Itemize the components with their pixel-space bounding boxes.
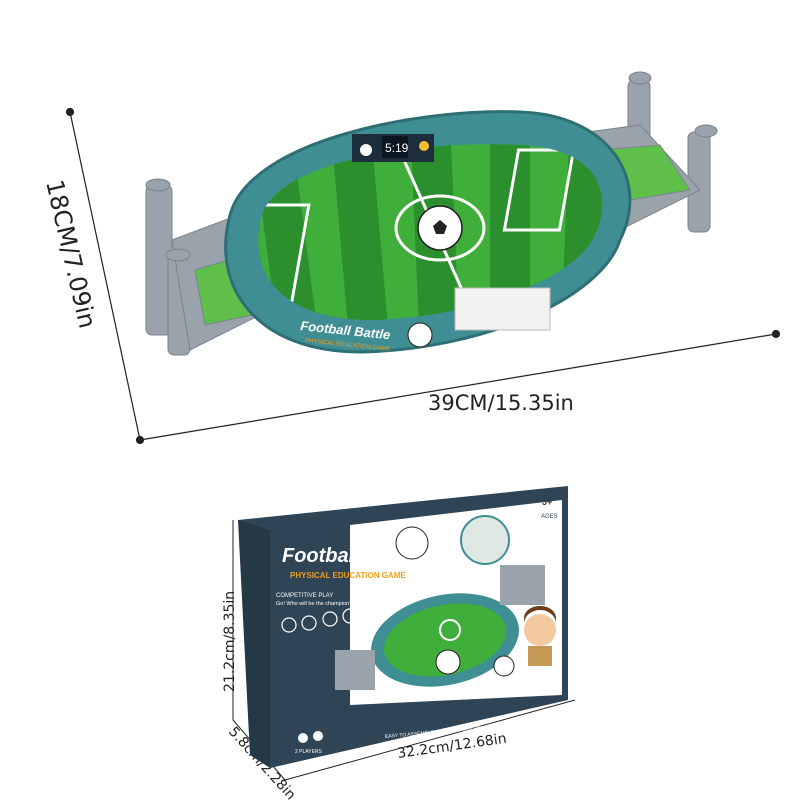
atom-icon bbox=[342, 608, 358, 624]
box-ages-label: AGES bbox=[541, 514, 558, 520]
scoreboard: 5:19 bbox=[352, 134, 434, 162]
zoom-inset bbox=[460, 515, 510, 565]
player-flipper bbox=[454, 287, 551, 331]
child-illustration bbox=[524, 614, 556, 646]
box-subtitle: PHYSICAL EDUCATION GAME bbox=[290, 571, 406, 580]
box-slogan: Go! Who will be the champion? bbox=[276, 601, 352, 607]
height-dimension-label: 18CM/7.09in bbox=[40, 177, 101, 331]
width-dimension-label: 39CM/15.35in bbox=[428, 391, 574, 415]
score-text: 5:19 bbox=[385, 141, 409, 155]
product-box: Football Battle PHYSICAL EDUCATION GAME … bbox=[238, 486, 568, 768]
box-tagline: COMPETITIVE PLAY bbox=[276, 593, 333, 599]
dimension-lines bbox=[65, 107, 781, 445]
box-ball-icon bbox=[395, 526, 429, 560]
box-height-label: 21.2cm/8.35in bbox=[222, 591, 238, 692]
brain-icon bbox=[322, 611, 338, 627]
football-table: 5:19 Football Battle PHYSICAL EDUCATION … bbox=[145, 71, 718, 356]
two-players-icon bbox=[298, 733, 308, 743]
box-ages: 3+ bbox=[542, 497, 552, 507]
logo-ball-icon bbox=[407, 322, 433, 348]
players-icon bbox=[281, 617, 297, 633]
box-title: Football Battle bbox=[282, 545, 421, 567]
hand-icon bbox=[301, 615, 317, 631]
box-players: 2 PLAYERS bbox=[295, 749, 323, 755]
